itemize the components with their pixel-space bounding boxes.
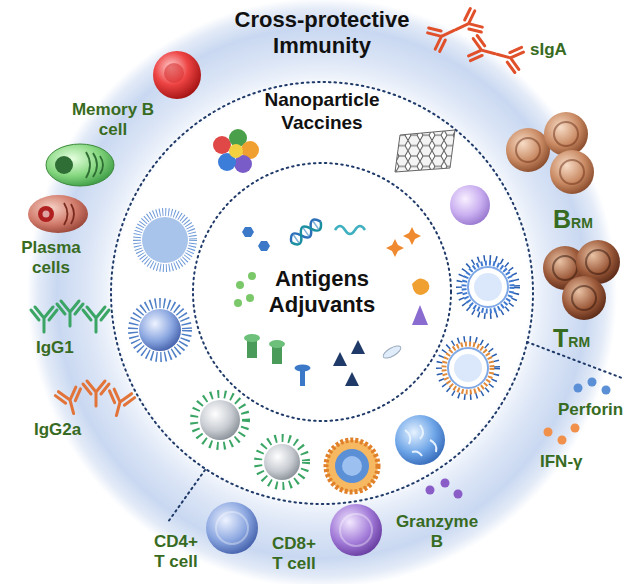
nanoparticle-icon [448, 348, 488, 388]
label-slot: Perforin [558, 400, 623, 420]
region-heading: Antigens Adjuvants [252, 266, 392, 319]
cell-label: sIgA [530, 40, 567, 60]
cell-label: CD4+ T cell [150, 532, 202, 573]
label-slot: TRM [553, 322, 590, 355]
molecule-dots [558, 436, 567, 445]
antigen-icon [246, 294, 254, 302]
antigen-icon [234, 299, 242, 307]
plasma-cell-icon [46, 144, 114, 186]
molecule-dots [441, 479, 450, 488]
label-slot: IgG2a [34, 420, 81, 440]
nanoparticle-icon [454, 354, 482, 382]
nanoparticle-icon [264, 444, 300, 480]
memory-cell-icon [153, 51, 201, 99]
molecule-dots [571, 424, 580, 433]
nanoparticle-icon [450, 185, 490, 225]
cell-label: IgG2a [34, 420, 81, 440]
resident-cell-icon [560, 160, 584, 184]
plasma-cell-icon [43, 211, 50, 218]
label-slot: CD4+ T cell [150, 532, 202, 573]
resident-cell-icon [516, 138, 540, 162]
nanoparticle-icon [326, 440, 378, 492]
cell-label: Plasma cells [15, 238, 87, 279]
plasma-cell-icon [38, 206, 54, 222]
molecule-dots [574, 384, 583, 393]
molecule-dots [426, 486, 435, 495]
t-cell-icon [340, 514, 372, 546]
nanoparticle-icon [335, 449, 369, 483]
plasma-cell-icon [28, 195, 88, 233]
label-slot: CD8+ T cell [268, 534, 320, 575]
cell-label: Memory B cell [68, 100, 158, 141]
nanoparticle-icon [139, 309, 181, 351]
resident-cell-icon [544, 112, 588, 156]
resident-cell-icon [562, 276, 606, 320]
label-slot: IgG1 [36, 338, 74, 358]
molecule-dots [454, 490, 463, 499]
antigen-icon [236, 281, 244, 289]
t-cell-icon [206, 502, 258, 554]
resident-cell-icon [572, 286, 596, 310]
cell-label: BRM [553, 203, 593, 236]
antigen-icon [244, 334, 260, 342]
dotted-ring [193, 163, 451, 421]
t-cell-icon [216, 512, 248, 544]
memory-cell-icon [153, 51, 201, 99]
nested-region: Nanoparticle VaccinesAntigens Adjuvants [110, 81, 534, 505]
molecule-dots [544, 428, 553, 437]
resident-cell-icon [553, 256, 577, 280]
nanoparticle-icon [464, 263, 512, 311]
plasma-cell-icon [86, 152, 103, 178]
cell-label: IFN-γ [540, 452, 583, 472]
cell-label: Granzyme B [392, 512, 482, 553]
resident-cell-icon [586, 250, 610, 274]
nanoparticle-icon [142, 217, 188, 263]
antigen-icon [295, 365, 311, 372]
cell-label: Perforin [558, 400, 623, 420]
label-slot: IFN-γ [540, 452, 583, 472]
nanoparticle-icon [405, 425, 436, 456]
antigen-icon [269, 340, 285, 348]
plasma-cell-icon [64, 203, 74, 225]
region-heading: Nanoparticle Vaccines [247, 89, 397, 135]
nanoparticle-icon [444, 344, 492, 392]
nanoparticle-icon [474, 273, 502, 301]
nested-region: Cross-protective ImmunityNanoparticle Va… [27, 0, 617, 584]
label-slot: Granzyme B [392, 512, 482, 553]
label-slot: Memory B cell [68, 100, 158, 141]
resident-cell-icon [554, 122, 578, 146]
antigen-icon [248, 272, 256, 280]
nanoparticle-icon [468, 267, 508, 307]
nanoparticle-icon [200, 400, 240, 440]
label-slot: sIgA [530, 40, 567, 60]
label-slot: Plasma cells [15, 238, 87, 279]
cell-label: CD8+ T cell [268, 534, 320, 575]
nanoparticle-icon [229, 144, 243, 158]
cell-label: IgG1 [36, 338, 74, 358]
plasma-cell-icon [55, 156, 73, 174]
resident-cell-icon [550, 150, 594, 194]
memory-cell-icon [164, 63, 184, 83]
molecule-dots [588, 378, 597, 387]
t-cell-icon [330, 504, 382, 556]
nanoparticle-icon [395, 415, 445, 465]
cell-label: TRM [553, 322, 590, 355]
region-heading: Cross-protective Immunity [217, 7, 427, 60]
nested-region: Antigens Adjuvants [192, 162, 452, 422]
label-slot: BRM [553, 203, 593, 236]
molecule-dots [602, 386, 611, 395]
resident-cell-icon [506, 128, 550, 172]
dotted-ring [111, 82, 533, 504]
nanoparticle-icon [395, 130, 455, 172]
nanoparticle-icon [213, 136, 231, 154]
region-glow [27, 0, 617, 584]
nanoparticle-icon [342, 456, 362, 476]
